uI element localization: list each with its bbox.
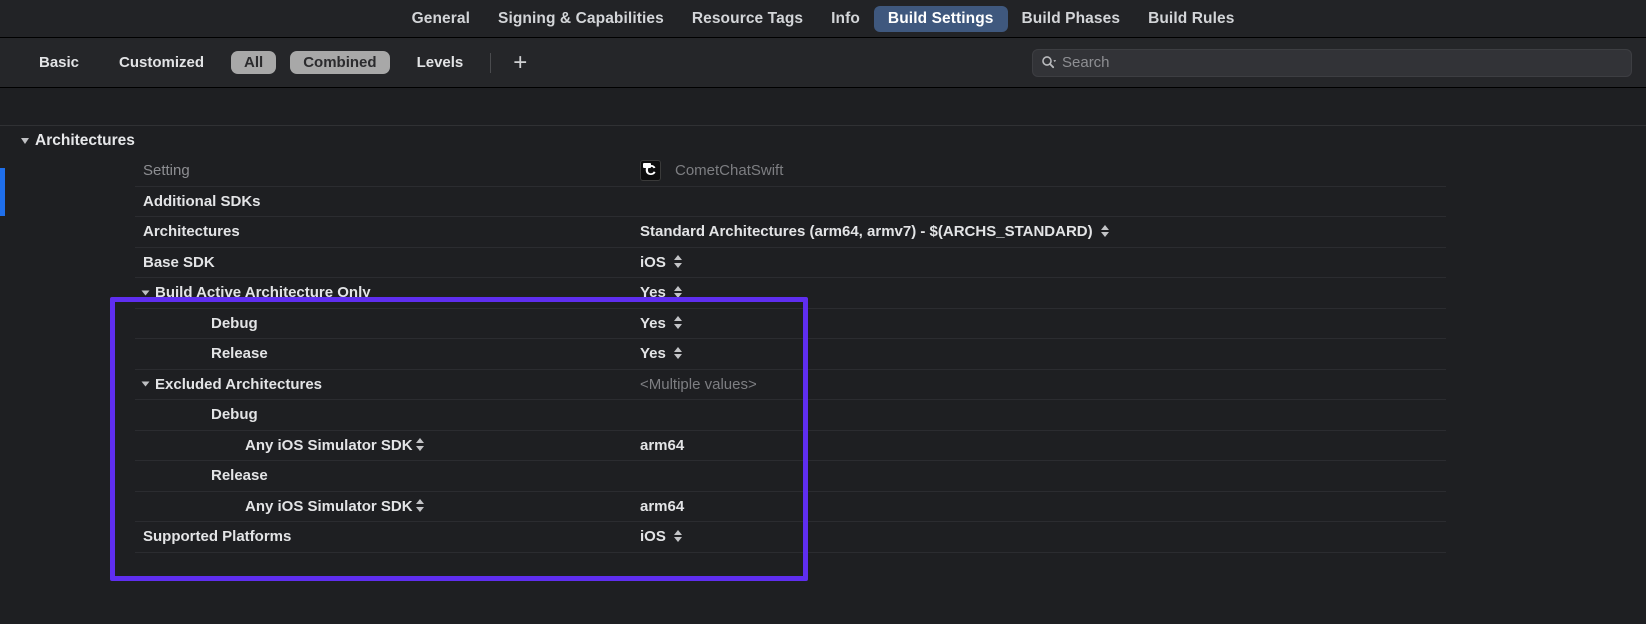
setting-value-cell[interactable]: iOS bbox=[640, 254, 1446, 271]
setting-name-label: Base SDK bbox=[143, 253, 215, 271]
setting-name-cell: Debug bbox=[135, 315, 640, 332]
setting-name-cell: Any iOS Simulator SDK bbox=[135, 437, 640, 454]
table-row[interactable]: Excluded Architectures <Multiple values> bbox=[135, 370, 1446, 400]
setting-value-cell[interactable]: arm64 bbox=[640, 498, 1446, 515]
setting-name-cell: Additional SDKs bbox=[135, 193, 640, 210]
setting-value-cell[interactable]: arm64 bbox=[640, 437, 1446, 454]
setting-name-label: Supported Platforms bbox=[143, 528, 292, 546]
table-row[interactable]: Base SDK iOS bbox=[135, 248, 1446, 278]
table-row[interactable]: Release Yes bbox=[135, 339, 1446, 370]
tab-general[interactable]: General bbox=[411, 10, 470, 27]
stepper-icon[interactable] bbox=[1100, 224, 1109, 237]
setting-name-label: Debug bbox=[211, 406, 258, 424]
table-row[interactable]: Additional SDKs bbox=[135, 187, 1446, 217]
setting-value-cell[interactable]: <Multiple values> bbox=[640, 376, 1446, 393]
build-settings-filter-bar: Basic Customized All Combined Levels + Searc… bbox=[0, 38, 1646, 88]
setting-value-cell[interactable]: Standard Architectures (arm64, armv7) - … bbox=[640, 223, 1446, 240]
stepper-icon[interactable] bbox=[673, 285, 682, 298]
setting-name-label: Architectures bbox=[143, 223, 240, 241]
setting-value-label: Standard Architectures (arm64, armv7) - … bbox=[640, 223, 1093, 241]
tab-build-settings[interactable]: Build Settings bbox=[873, 6, 1008, 32]
setting-name-cell: Base SDK bbox=[135, 254, 640, 271]
filter-customized[interactable]: Customized bbox=[119, 54, 205, 71]
filter-divider bbox=[490, 52, 492, 73]
column-header-target: C CometChatSwift bbox=[640, 160, 1446, 182]
table-row[interactable]: Any iOS Simulator SDK arm64 bbox=[135, 431, 1446, 461]
setting-name-label: Debug bbox=[211, 314, 258, 332]
stepper-icon[interactable] bbox=[673, 346, 682, 359]
filter-basic[interactable]: Basic bbox=[39, 54, 80, 71]
setting-value-cell[interactable]: Yes bbox=[640, 345, 1446, 362]
table-row[interactable]: Any iOS Simulator SDK arm64 bbox=[135, 492, 1446, 522]
group-header-architectures[interactable]: Architectures bbox=[0, 126, 1646, 156]
setting-value-label: Yes bbox=[640, 284, 666, 302]
setting-name-cell: Build Active Architecture Only bbox=[135, 284, 640, 301]
setting-value-label: Yes bbox=[640, 345, 666, 363]
setting-value-cell[interactable]: Yes bbox=[640, 315, 1446, 332]
setting-name-label: Excluded Architectures bbox=[155, 375, 322, 393]
tab-build-phases[interactable]: Build Phases bbox=[1021, 10, 1121, 27]
tab-resource-tags[interactable]: Resource Tags bbox=[691, 10, 804, 27]
settings-toolbar-strip bbox=[0, 88, 1646, 126]
table-row[interactable]: Supported Platforms iOS bbox=[135, 522, 1446, 553]
filter-combined[interactable]: Combined bbox=[290, 51, 390, 74]
editor-tab-bar: General Signing & Capabilities Resource Ta… bbox=[0, 0, 1646, 38]
setting-name-label: Any iOS Simulator SDK bbox=[245, 497, 413, 515]
tab-build-rules[interactable]: Build Rules bbox=[1148, 10, 1235, 27]
build-settings-list: Architectures Setting C CometChatSwift A… bbox=[0, 126, 1646, 593]
filter-all[interactable]: All bbox=[231, 51, 277, 74]
stepper-icon[interactable] bbox=[415, 438, 424, 451]
setting-value-cell[interactable]: iOS bbox=[640, 528, 1446, 545]
settings-column-header: Setting C CometChatSwift bbox=[135, 156, 1446, 187]
project-icon: C bbox=[640, 160, 661, 182]
selection-accent-bar bbox=[0, 168, 5, 216]
table-row[interactable]: Debug bbox=[135, 400, 1446, 431]
setting-name-label: Build Active Architecture Only bbox=[155, 284, 371, 302]
disclosure-triangle-icon[interactable] bbox=[141, 290, 150, 296]
stepper-icon[interactable] bbox=[673, 255, 682, 268]
column-header-target-label: CometChatSwift bbox=[675, 162, 784, 180]
table-row[interactable]: Architectures Standard Architectures (arm… bbox=[135, 217, 1446, 248]
add-setting-button[interactable]: + bbox=[513, 48, 528, 76]
setting-name-cell: Any iOS Simulator SDK bbox=[135, 498, 640, 515]
setting-name-cell: Excluded Architectures bbox=[135, 376, 640, 393]
stepper-icon[interactable] bbox=[673, 316, 682, 329]
tab-signing-capabilities[interactable]: Signing & Capabilities bbox=[498, 10, 664, 27]
setting-name-cell: Release bbox=[135, 345, 640, 362]
search-placeholder: Search bbox=[1062, 54, 1110, 71]
table-row[interactable]: Release bbox=[135, 461, 1446, 492]
setting-name-label: Any iOS Simulator SDK bbox=[245, 436, 413, 454]
tab-info[interactable]: Info bbox=[831, 10, 860, 27]
empty-space bbox=[0, 552, 1646, 593]
setting-name-cell: Debug bbox=[135, 406, 640, 423]
setting-name-cell: Release bbox=[135, 467, 640, 484]
table-row[interactable]: Debug Yes bbox=[135, 309, 1446, 339]
setting-value-label: iOS bbox=[640, 528, 666, 546]
setting-value-cell[interactable]: Yes bbox=[640, 284, 1446, 301]
filter-levels[interactable]: Levels bbox=[416, 54, 464, 71]
setting-value-label: <Multiple values> bbox=[640, 375, 757, 393]
setting-name-cell: Supported Platforms bbox=[135, 528, 640, 545]
stepper-icon[interactable] bbox=[673, 529, 682, 542]
setting-value-label: iOS bbox=[640, 253, 666, 271]
stepper-icon[interactable] bbox=[415, 499, 424, 512]
setting-value-label: arm64 bbox=[640, 436, 685, 454]
disclosure-triangle-icon[interactable] bbox=[21, 138, 29, 144]
search-icon bbox=[1041, 55, 1056, 70]
search-field[interactable]: Search bbox=[1032, 48, 1632, 77]
setting-value-label: arm64 bbox=[640, 497, 685, 515]
setting-name-label: Release bbox=[211, 345, 268, 363]
disclosure-triangle-icon[interactable] bbox=[141, 381, 150, 387]
group-title: Architectures bbox=[35, 132, 135, 149]
setting-name-label: Release bbox=[211, 467, 268, 485]
setting-value-label: Yes bbox=[640, 314, 666, 332]
column-header-setting: Setting bbox=[143, 162, 190, 180]
setting-name-cell: Architectures bbox=[135, 223, 640, 240]
table-row[interactable]: Build Active Architecture Only Yes bbox=[135, 278, 1446, 309]
setting-name-label: Additional SDKs bbox=[143, 192, 261, 210]
